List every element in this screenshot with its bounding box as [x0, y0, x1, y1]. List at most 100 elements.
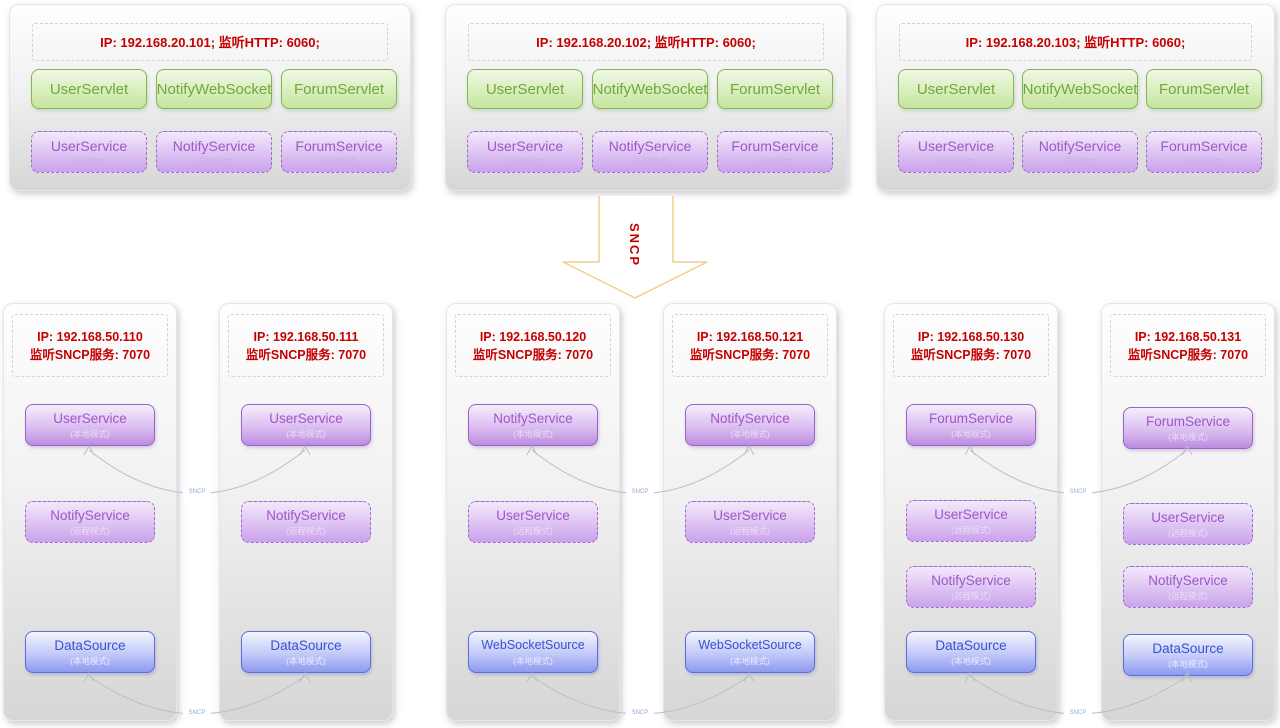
ip-line1: IP: 192.168.50.130	[917, 330, 1025, 344]
servlet-box-userservlet: UserServlet	[31, 69, 147, 109]
service-mode: (本地模式)	[1168, 432, 1208, 442]
service-mode: (远程模式)	[319, 157, 359, 167]
service-box-userservice-remote: UserService (远程模式)	[1123, 503, 1253, 545]
service-box-userservice-local: UserService (本地模式)	[241, 404, 371, 446]
service-mode: (本地模式)	[286, 429, 326, 439]
service-node-131: IP: 192.168.50.131 监听SNCP服务: 7070 ForumS…	[1101, 303, 1275, 721]
service-name: NotifyService	[50, 508, 130, 523]
ip-text: IP: 192.168.20.102; 监听HTTP: 6060;	[536, 35, 756, 50]
service-box-forumservice-remote: ForumService (远程模式)	[1146, 131, 1262, 173]
service-mode: (远程模式)	[286, 526, 326, 536]
service-mode: (本地模式)	[1168, 659, 1208, 669]
service-name: UserService	[713, 508, 787, 523]
service-mode: (远程模式)	[1168, 591, 1208, 601]
servlet-label: UserServlet	[916, 80, 996, 98]
service-node-130: IP: 192.168.50.130 监听SNCP服务: 7070 ForumS…	[884, 303, 1058, 721]
service-mode: (远程模式)	[194, 157, 234, 167]
ip-header: IP: 192.168.50.131 监听SNCP服务: 7070	[1110, 314, 1266, 377]
connector-label: SNCP	[626, 709, 654, 718]
service-box-userservice-remote: UserService (远程模式)	[467, 131, 583, 173]
ip-line1: IP: 192.168.50.121	[696, 330, 804, 344]
service-name: ForumService	[295, 138, 383, 154]
service-name: DataSource	[54, 638, 126, 653]
service-box-forumservice-local: ForumService (本地模式)	[906, 404, 1036, 446]
ip-header: IP: 192.168.20.102; 监听HTTP: 6060;	[468, 23, 824, 61]
ip-line2: 监听SNCP服务: 7070	[245, 348, 367, 362]
ip-header: IP: 192.168.20.101; 监听HTTP: 6060;	[32, 23, 388, 61]
service-name: NotifyService	[1148, 573, 1228, 588]
service-box-notifyservice-remote: NotifyService (远程模式)	[906, 566, 1036, 608]
connector-label: SNCP	[183, 488, 211, 497]
service-name: NotifyService	[1038, 138, 1122, 154]
ip-line2: 监听SNCP服务: 7070	[689, 348, 811, 362]
service-node-121: IP: 192.168.50.121 监听SNCP服务: 7070 Notify…	[663, 303, 837, 721]
servlet-label: UserServlet	[485, 80, 565, 98]
servlet-label: NotifyWebSocket	[1022, 80, 1138, 98]
service-name: NotifyService	[172, 138, 256, 154]
service-box-notifyservice-remote: NotifyService (远程模式)	[1123, 566, 1253, 608]
servlet-label: NotifyWebSocket	[592, 80, 708, 98]
service-box-datasource-local: DataSource (本地模式)	[906, 631, 1036, 673]
service-name: UserService	[1151, 510, 1225, 525]
service-box-userservice-local: UserService (本地模式)	[25, 404, 155, 446]
ip-line1: IP: 192.168.50.111	[253, 330, 359, 344]
ip-header: IP: 192.168.50.120 监听SNCP服务: 7070	[455, 314, 611, 377]
servlet-label: ForumServlet	[293, 80, 385, 98]
service-box-forumservice-remote: ForumService (远程模式)	[717, 131, 833, 173]
service-mode: (本地模式)	[286, 656, 326, 666]
service-box-userservice-remote: UserService (远程模式)	[685, 501, 815, 543]
service-name: UserService	[50, 138, 128, 154]
service-mode: (远程模式)	[513, 526, 553, 536]
service-mode: (本地模式)	[70, 656, 110, 666]
service-mode: (远程模式)	[1060, 157, 1100, 167]
ip-header: IP: 192.168.50.121 监听SNCP服务: 7070	[672, 314, 828, 377]
ip-header: IP: 192.168.50.111 监听SNCP服务: 7070	[228, 314, 384, 377]
servlet-box-userservlet: UserServlet	[467, 69, 583, 109]
ip-line1: IP: 192.168.50.120	[479, 330, 587, 344]
service-mode: (远程模式)	[1184, 157, 1224, 167]
service-name: UserService	[486, 138, 564, 154]
service-mode: (本地模式)	[951, 656, 991, 666]
servlet-box-notifywebsocket: NotifyWebSocket	[1022, 69, 1138, 109]
service-name: DataSource	[1152, 641, 1224, 656]
connector-label: SNCP	[626, 488, 654, 497]
service-node-120: IP: 192.168.50.120 监听SNCP服务: 7070 Notify…	[446, 303, 620, 721]
servlet-box-notifywebsocket: NotifyWebSocket	[156, 69, 272, 109]
servlet-box-forumservlet: ForumServlet	[717, 69, 833, 109]
service-name: DataSource	[935, 638, 1007, 653]
service-name: DataSource	[270, 638, 342, 653]
service-box-datasource-local: DataSource (本地模式)	[1123, 634, 1253, 676]
service-box-userservice-remote: UserService (远程模式)	[898, 131, 1014, 173]
service-name: NotifyService	[493, 411, 573, 426]
servlet-box-forumservlet: ForumServlet	[1146, 69, 1262, 109]
service-node-110: IP: 192.168.50.110 监听SNCP服务: 7070 UserSe…	[3, 303, 177, 721]
ip-line2: 监听SNCP服务: 7070	[472, 348, 594, 362]
servlet-box-userservlet: UserServlet	[898, 69, 1014, 109]
service-box-forumservice-remote: ForumService (远程模式)	[281, 131, 397, 173]
web-node-3: IP: 192.168.20.103; 监听HTTP: 6060; UserSe…	[876, 4, 1275, 191]
service-mode: (远程模式)	[951, 525, 991, 535]
service-name: UserService	[53, 411, 127, 426]
service-box-forumservice-local: ForumService (本地模式)	[1123, 407, 1253, 449]
servlet-label: NotifyWebSocket	[156, 80, 272, 98]
service-mode: (远程模式)	[936, 157, 976, 167]
service-mode: (本地模式)	[513, 656, 553, 666]
ip-line1: IP: 192.168.50.131	[1134, 330, 1242, 344]
service-mode: (远程模式)	[1168, 528, 1208, 538]
service-mode: (本地模式)	[730, 656, 770, 666]
ip-text: IP: 192.168.20.101; 监听HTTP: 6060;	[100, 35, 320, 50]
ip-line2: 监听SNCP服务: 7070	[910, 348, 1032, 362]
service-name: WebSocketSource	[698, 638, 802, 652]
service-mode: (本地模式)	[951, 429, 991, 439]
service-name: NotifyService	[710, 411, 790, 426]
service-name: UserService	[934, 507, 1008, 522]
sncp-arrow-label: SNCP	[627, 222, 642, 268]
service-mode: (本地模式)	[513, 429, 553, 439]
ip-text: IP: 192.168.20.103; 监听HTTP: 6060;	[965, 35, 1186, 50]
service-mode: (本地模式)	[70, 429, 110, 439]
service-name: WebSocketSource	[481, 638, 585, 652]
servlet-label: ForumServlet	[729, 80, 821, 98]
service-box-userservice-remote: UserService (远程模式)	[31, 131, 147, 173]
service-box-notifyservice-remote: NotifyService (远程模式)	[241, 501, 371, 543]
service-box-notifyservice-local: NotifyService (本地模式)	[468, 404, 598, 446]
